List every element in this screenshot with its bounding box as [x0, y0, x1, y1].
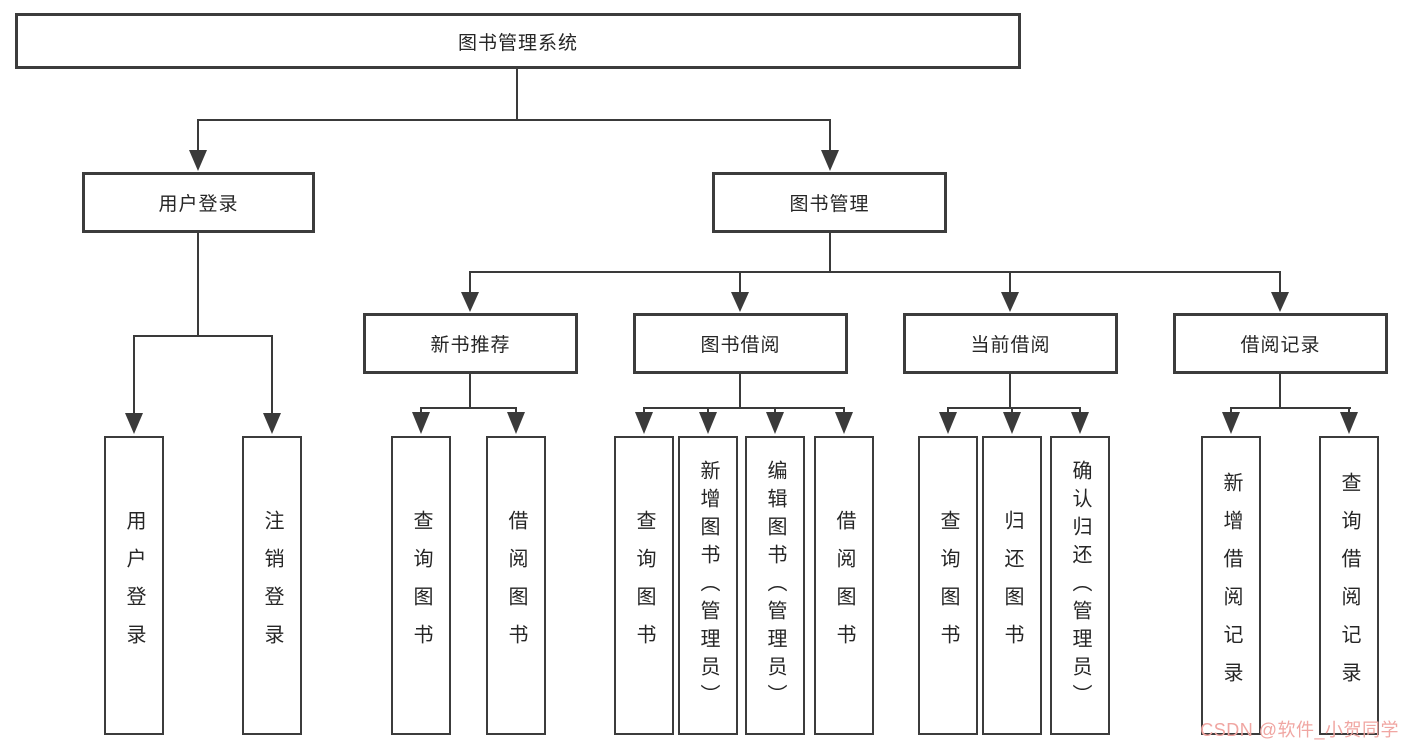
leaf-query-book-3: 查询图书 [918, 436, 978, 735]
leaf-edit-book-admin: 编辑图书（管理员） [745, 436, 805, 735]
node-library-management-system: 图书管理系统 [15, 13, 1021, 69]
leaf-add-borrow-record: 新增借阅记录 [1201, 436, 1261, 735]
leaf-borrow-book-1: 借阅图书 [486, 436, 546, 735]
leaf-query-borrow-record: 查询借阅记录 [1319, 436, 1379, 735]
connector-group [125, 69, 1358, 434]
leaf-user-login: 用户登录 [104, 436, 164, 735]
node-borrow-records: 借阅记录 [1173, 313, 1388, 374]
node-book-management: 图书管理 [712, 172, 947, 233]
watermark: CSDN @软件_小贺同学 [1200, 720, 1399, 740]
node-current-borrow: 当前借阅 [903, 313, 1118, 374]
node-user-login: 用户登录 [82, 172, 315, 233]
leaf-borrow-book-2: 借阅图书 [814, 436, 874, 735]
leaf-query-book-1: 查询图书 [391, 436, 451, 735]
leaf-return-book: 归还图书 [982, 436, 1042, 735]
leaf-add-book-admin: 新增图书（管理员） [678, 436, 738, 735]
leaf-logout-login: 注销登录 [242, 436, 302, 735]
leaf-confirm-return-admin: 确认归还（管理员） [1050, 436, 1110, 735]
node-book-borrow: 图书借阅 [633, 313, 848, 374]
leaf-query-book-2: 查询图书 [614, 436, 674, 735]
node-new-book-recommend: 新书推荐 [363, 313, 578, 374]
